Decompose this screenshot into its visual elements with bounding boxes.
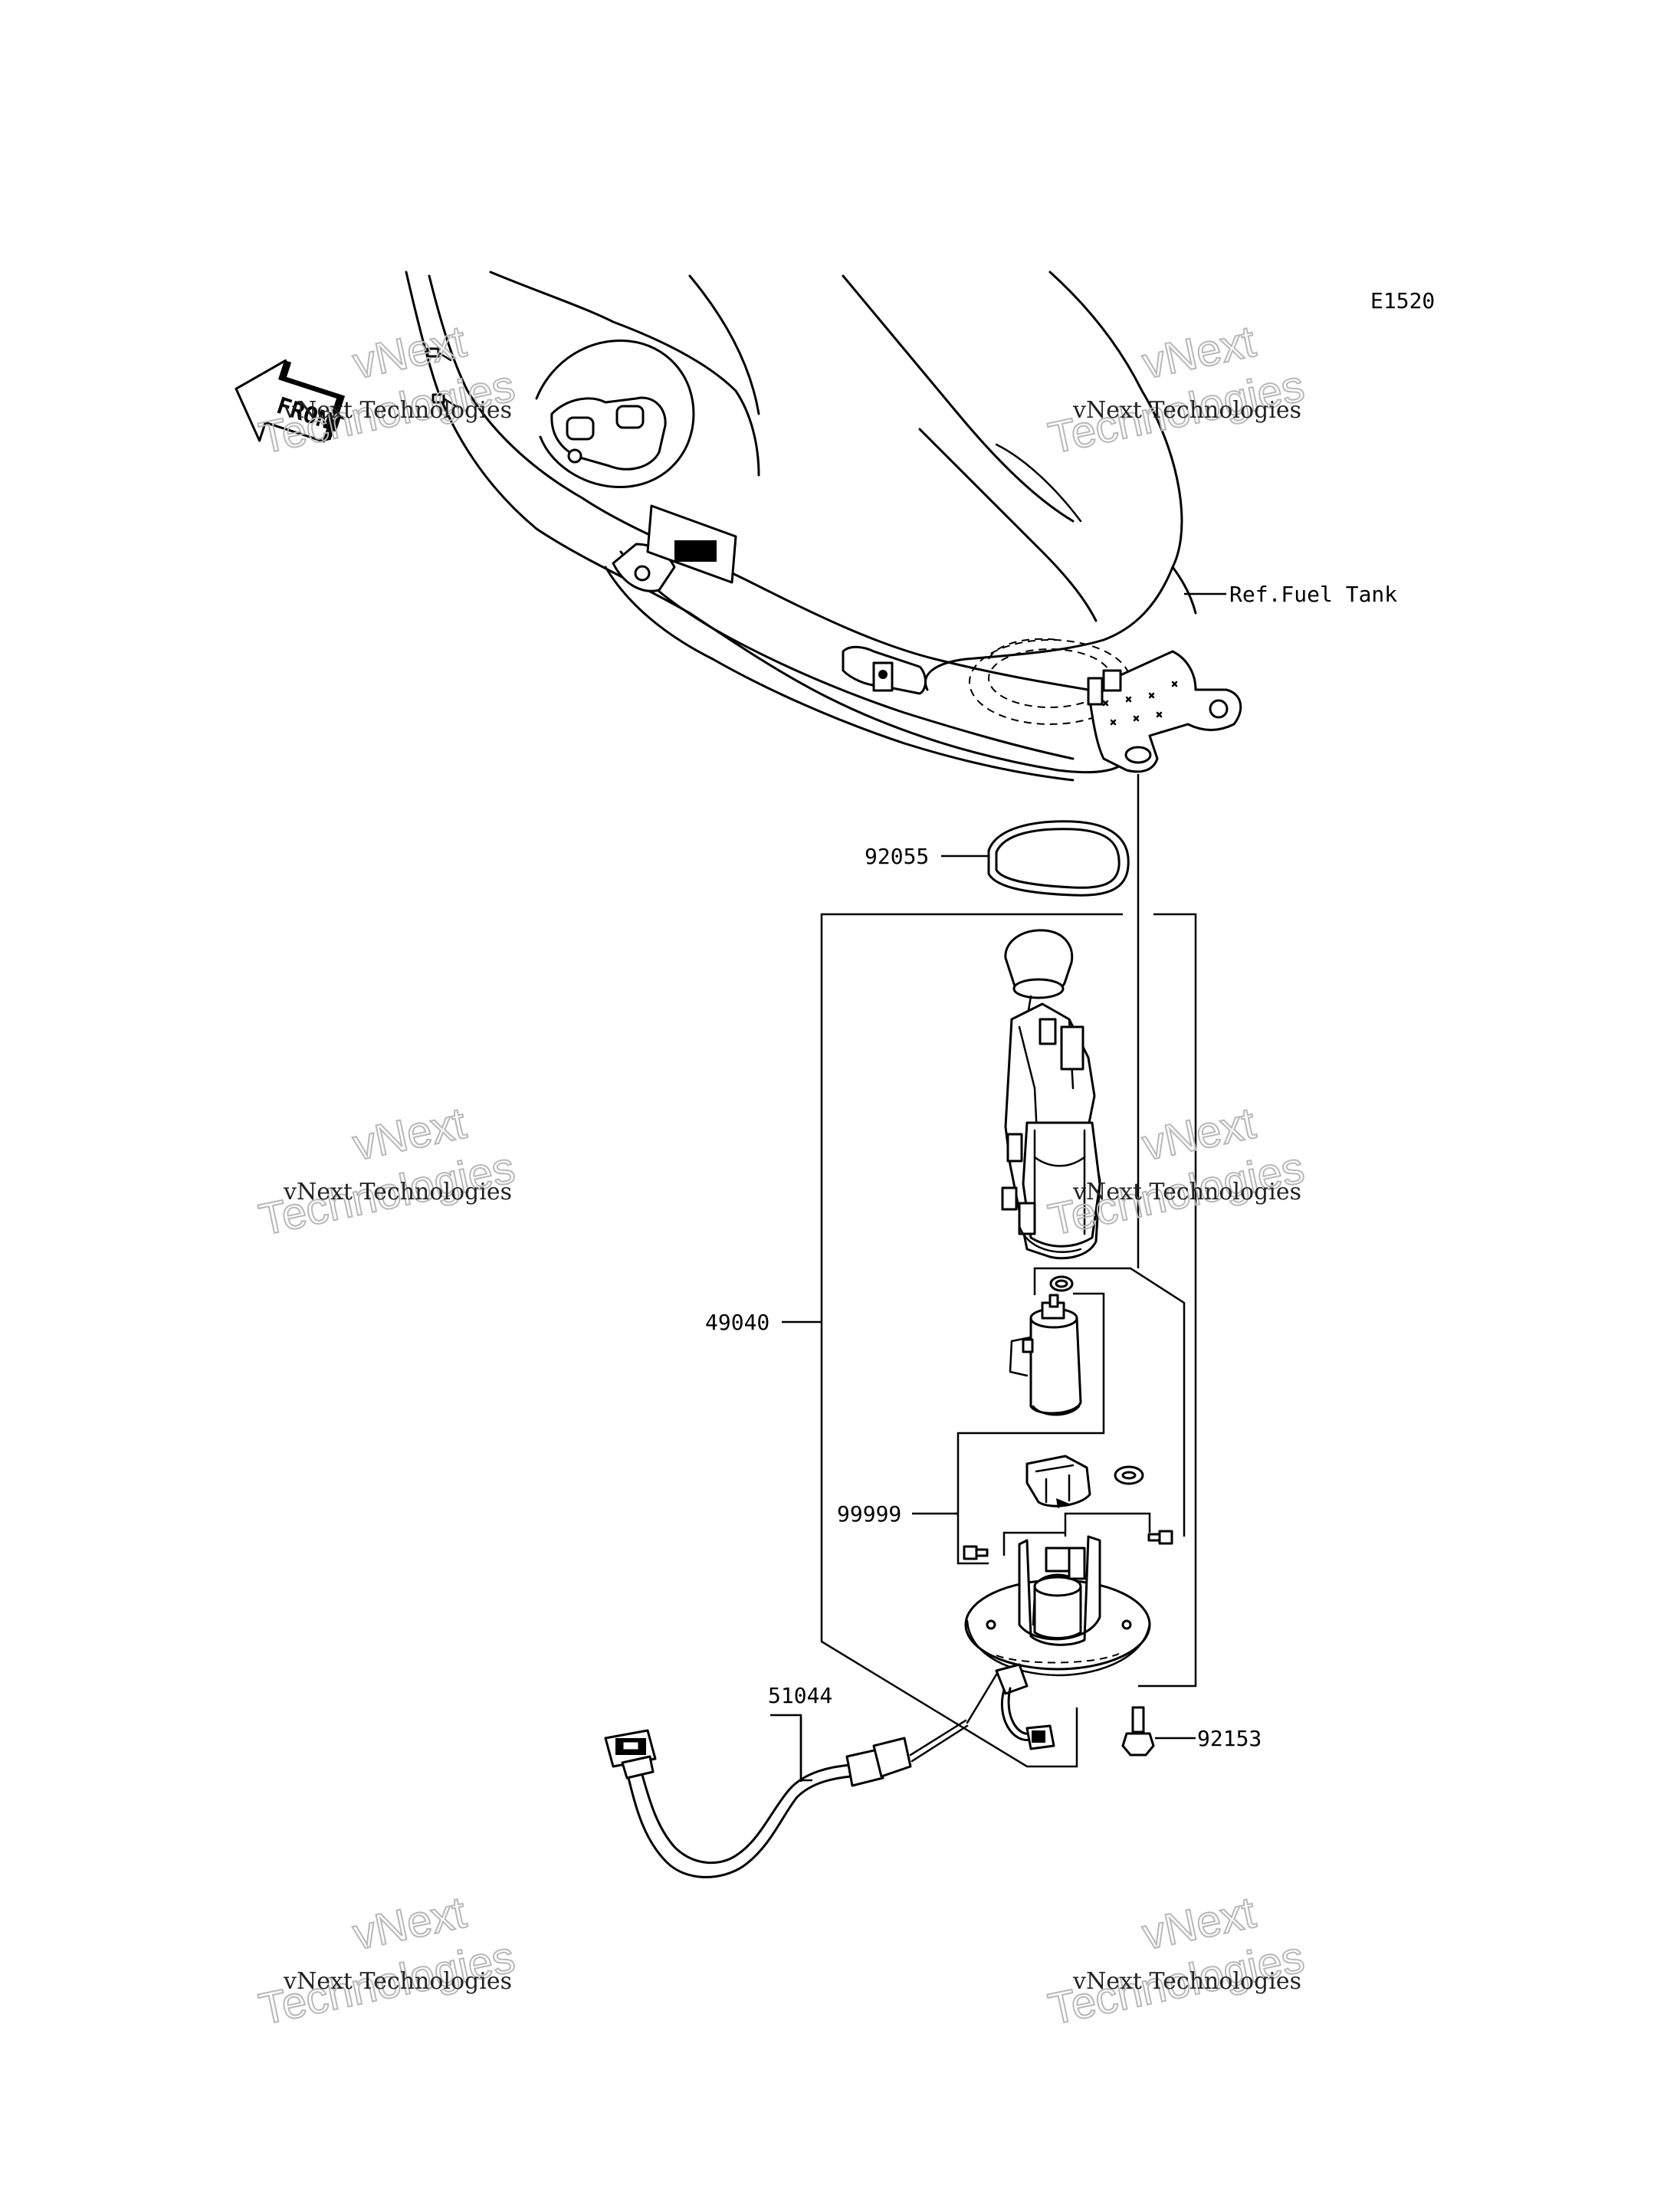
ref-fuel-tank-callout: Ref.Fuel Tank [1184, 582, 1397, 607]
part-51044-wire-harness: 51044 [604, 1673, 998, 1878]
svg-text:vNext Technologies: vNext Technologies [1072, 1968, 1301, 1995]
svg-text:vNext Technologies: vNext Technologies [283, 1179, 512, 1205]
part-92153-bolt: 92153 [1121, 1706, 1262, 1757]
part-label-51044: 51044 [768, 1683, 832, 1708]
watermark-5: vNext Technologies vNext Technologies [254, 1887, 520, 2035]
fuel-pump-flange [964, 1535, 1151, 1750]
part-label-49040: 49040 [705, 1310, 769, 1335]
svg-text:vNext Technologies: vNext Technologies [1072, 1179, 1301, 1205]
watermark-3: vNext Technologies vNext Technologies [254, 1097, 520, 1246]
part-92055-gasket: 92055 [865, 820, 1130, 897]
part-label-92055: 92055 [865, 844, 929, 869]
fuel-tank-illustration [405, 271, 1242, 782]
part-label-99999: 99999 [837, 1501, 901, 1527]
svg-text:vNext Technologies: vNext Technologies [283, 397, 512, 424]
fuel-pump-filter-body [1001, 929, 1101, 1260]
svg-text:vNext Technologies: vNext Technologies [283, 1968, 512, 1995]
svg-text:vNext Technologies: vNext Technologies [1072, 397, 1301, 424]
watermark-6: vNext Technologies vNext Technologies [1044, 1887, 1310, 2035]
part-99999-group: 99999 [837, 1267, 1186, 1565]
diagram-code: E1520 [1370, 288, 1435, 313]
part-49040-bracket: 49040 [705, 913, 1197, 1768]
part-label-92153: 92153 [1197, 1726, 1262, 1751]
watermark-2: vNext Technologies vNext Technologies [1044, 316, 1310, 464]
ref-fuel-tank-label: Ref.Fuel Tank [1229, 582, 1397, 607]
